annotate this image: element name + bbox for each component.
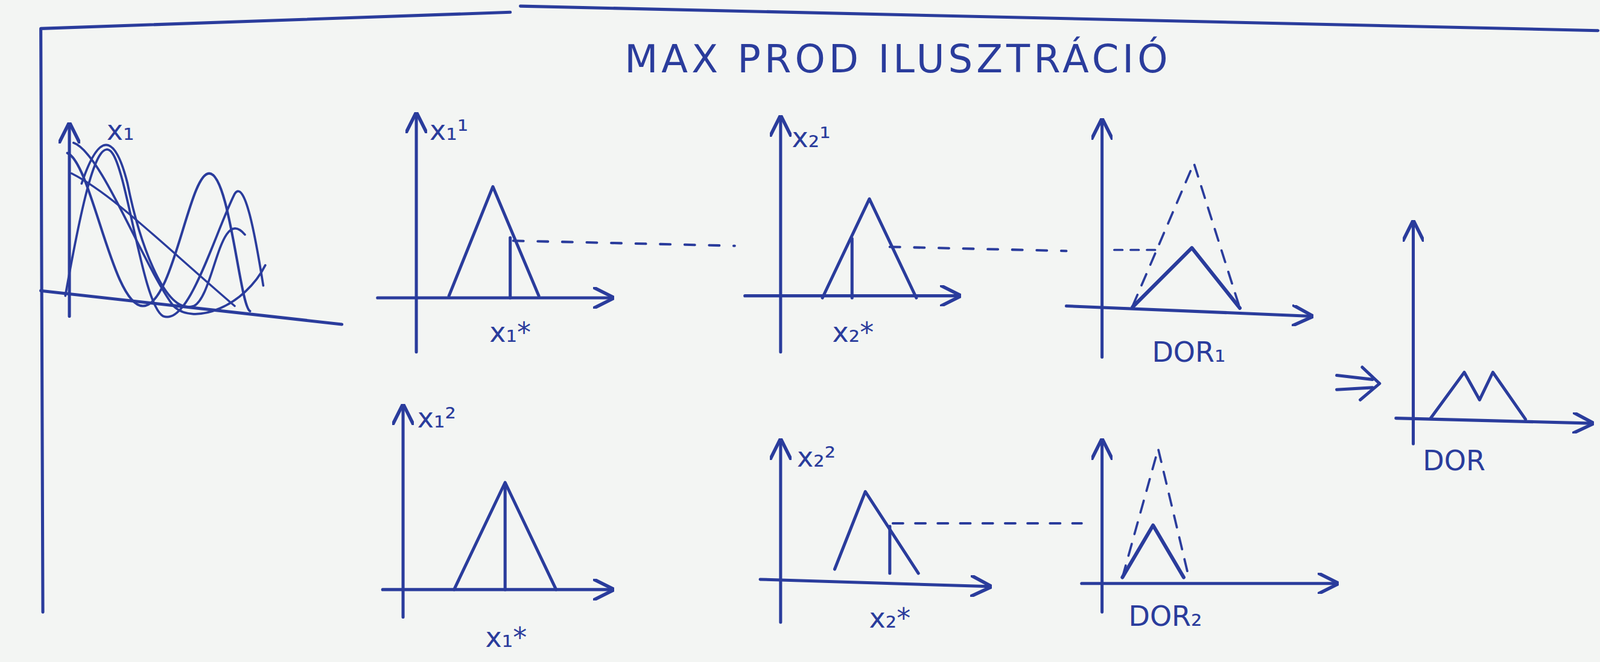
axis-label: x₁	[106, 116, 135, 145]
axis-label: x₂¹	[792, 123, 831, 152]
frame-line	[41, 12, 511, 613]
membership-plot	[382, 406, 613, 618]
consequent-plot	[1081, 441, 1337, 613]
result-plot	[1396, 222, 1593, 445]
membership-plot	[377, 114, 735, 352]
frame-line	[520, 6, 1599, 31]
consequent-plot	[1066, 120, 1312, 358]
sketch-title: MAX PROD ILUSZTRÁCIÓ	[624, 39, 1172, 79]
axis-label: x₁*	[485, 623, 528, 652]
membership-plot	[745, 117, 1067, 353]
axis-label: DOR	[1422, 447, 1486, 475]
axis-label: x₂*	[868, 604, 911, 633]
membership-scribble	[41, 124, 343, 325]
axis-label: x₁¹	[429, 116, 469, 145]
axis-label: x₁²	[417, 404, 457, 432]
axis-label: x₁*	[489, 318, 531, 347]
axis-label: x₂*	[832, 318, 875, 347]
implies-arrow	[1336, 367, 1380, 400]
axis-label: x₂²	[796, 443, 836, 472]
axis-label: DOR₂	[1128, 602, 1202, 631]
axis-label: DOR₁	[1151, 338, 1226, 367]
membership-plot	[760, 441, 1082, 623]
